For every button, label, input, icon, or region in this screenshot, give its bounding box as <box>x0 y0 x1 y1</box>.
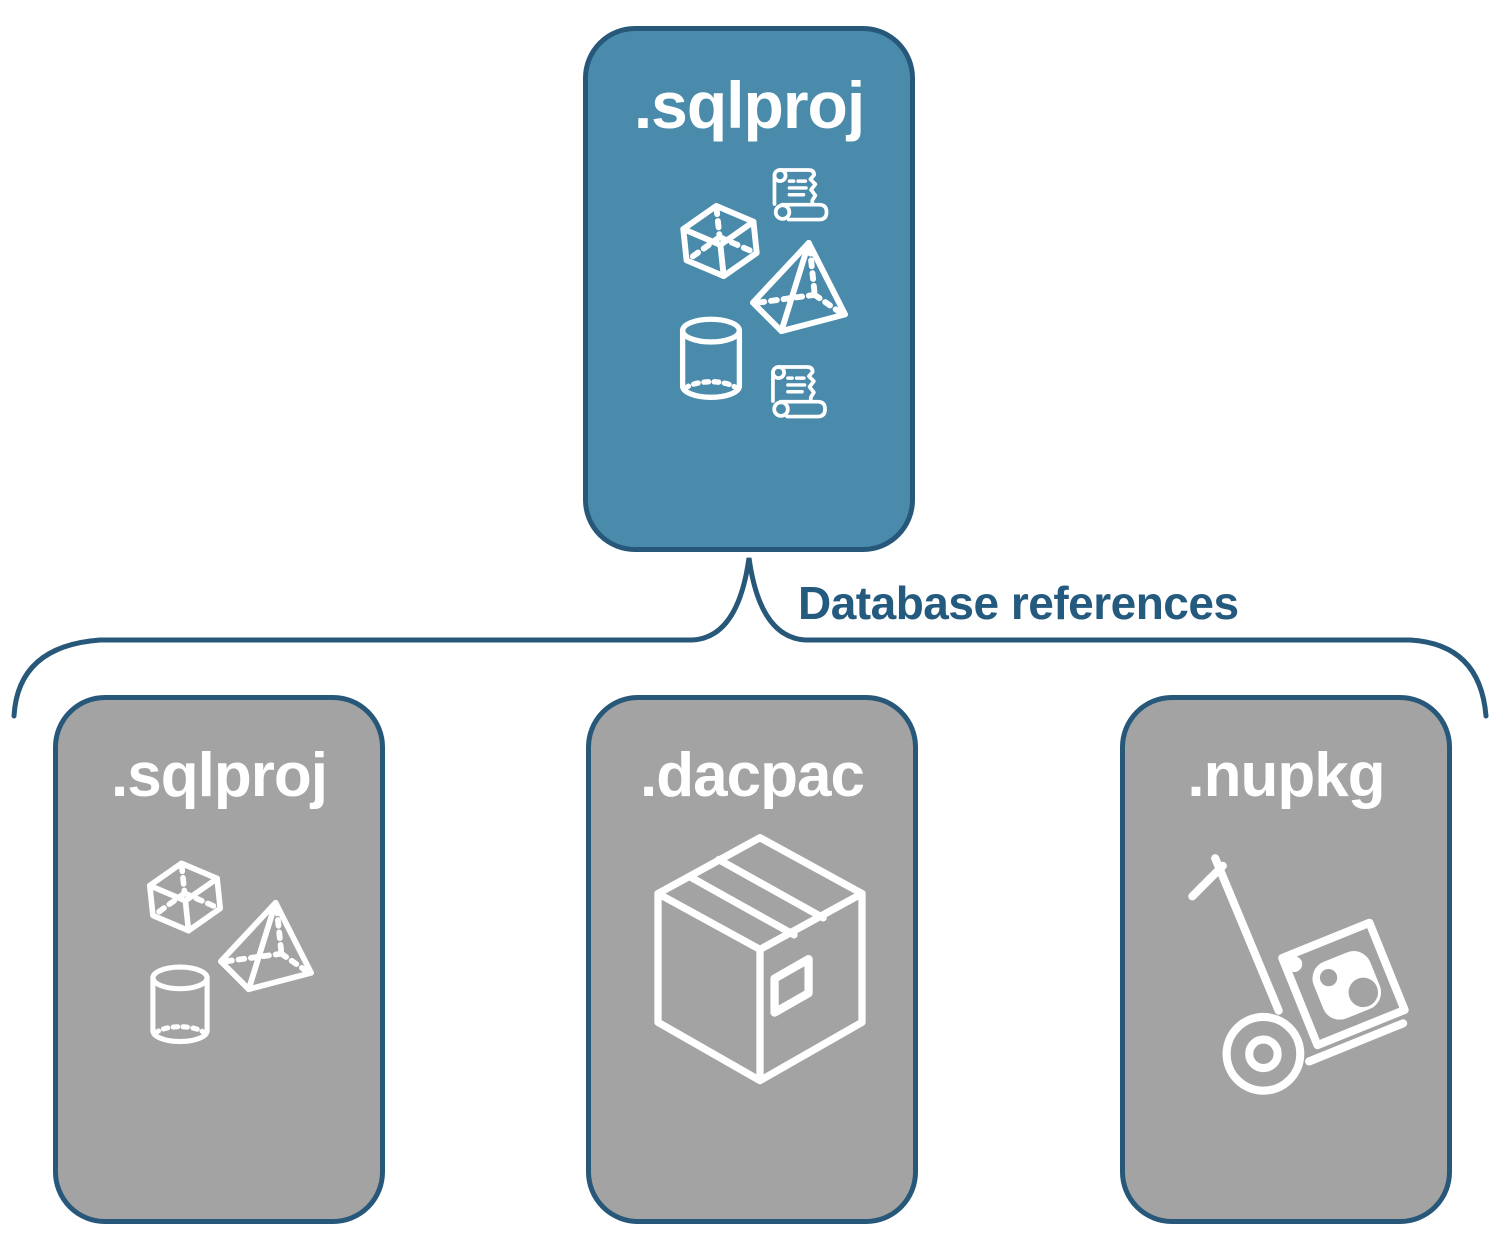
card-child-dacpac: .dacpac <box>586 695 918 1224</box>
child-card-title: .nupkg <box>1187 741 1385 810</box>
scroll-icon <box>768 165 833 227</box>
scroll-icon <box>767 362 831 424</box>
cylinder-icon <box>144 963 216 1047</box>
child-card-title: .dacpac <box>640 741 865 810</box>
pyramid-icon <box>745 238 853 336</box>
pyramid-icon <box>213 898 319 994</box>
connector-label: Database references <box>798 577 1239 629</box>
card-child-nupkg: .nupkg <box>1120 695 1452 1224</box>
child-card-title: .sqlproj <box>111 741 328 810</box>
nuget-handtruck-icon <box>1168 843 1430 1097</box>
package-box-icon <box>636 828 884 1100</box>
card-root-sqlproj: .sqlproj <box>583 26 915 552</box>
card-child-sqlproj: .sqlproj <box>53 695 385 1224</box>
root-card-title: .sqlproj <box>633 68 865 142</box>
cylinder-icon <box>673 315 749 403</box>
